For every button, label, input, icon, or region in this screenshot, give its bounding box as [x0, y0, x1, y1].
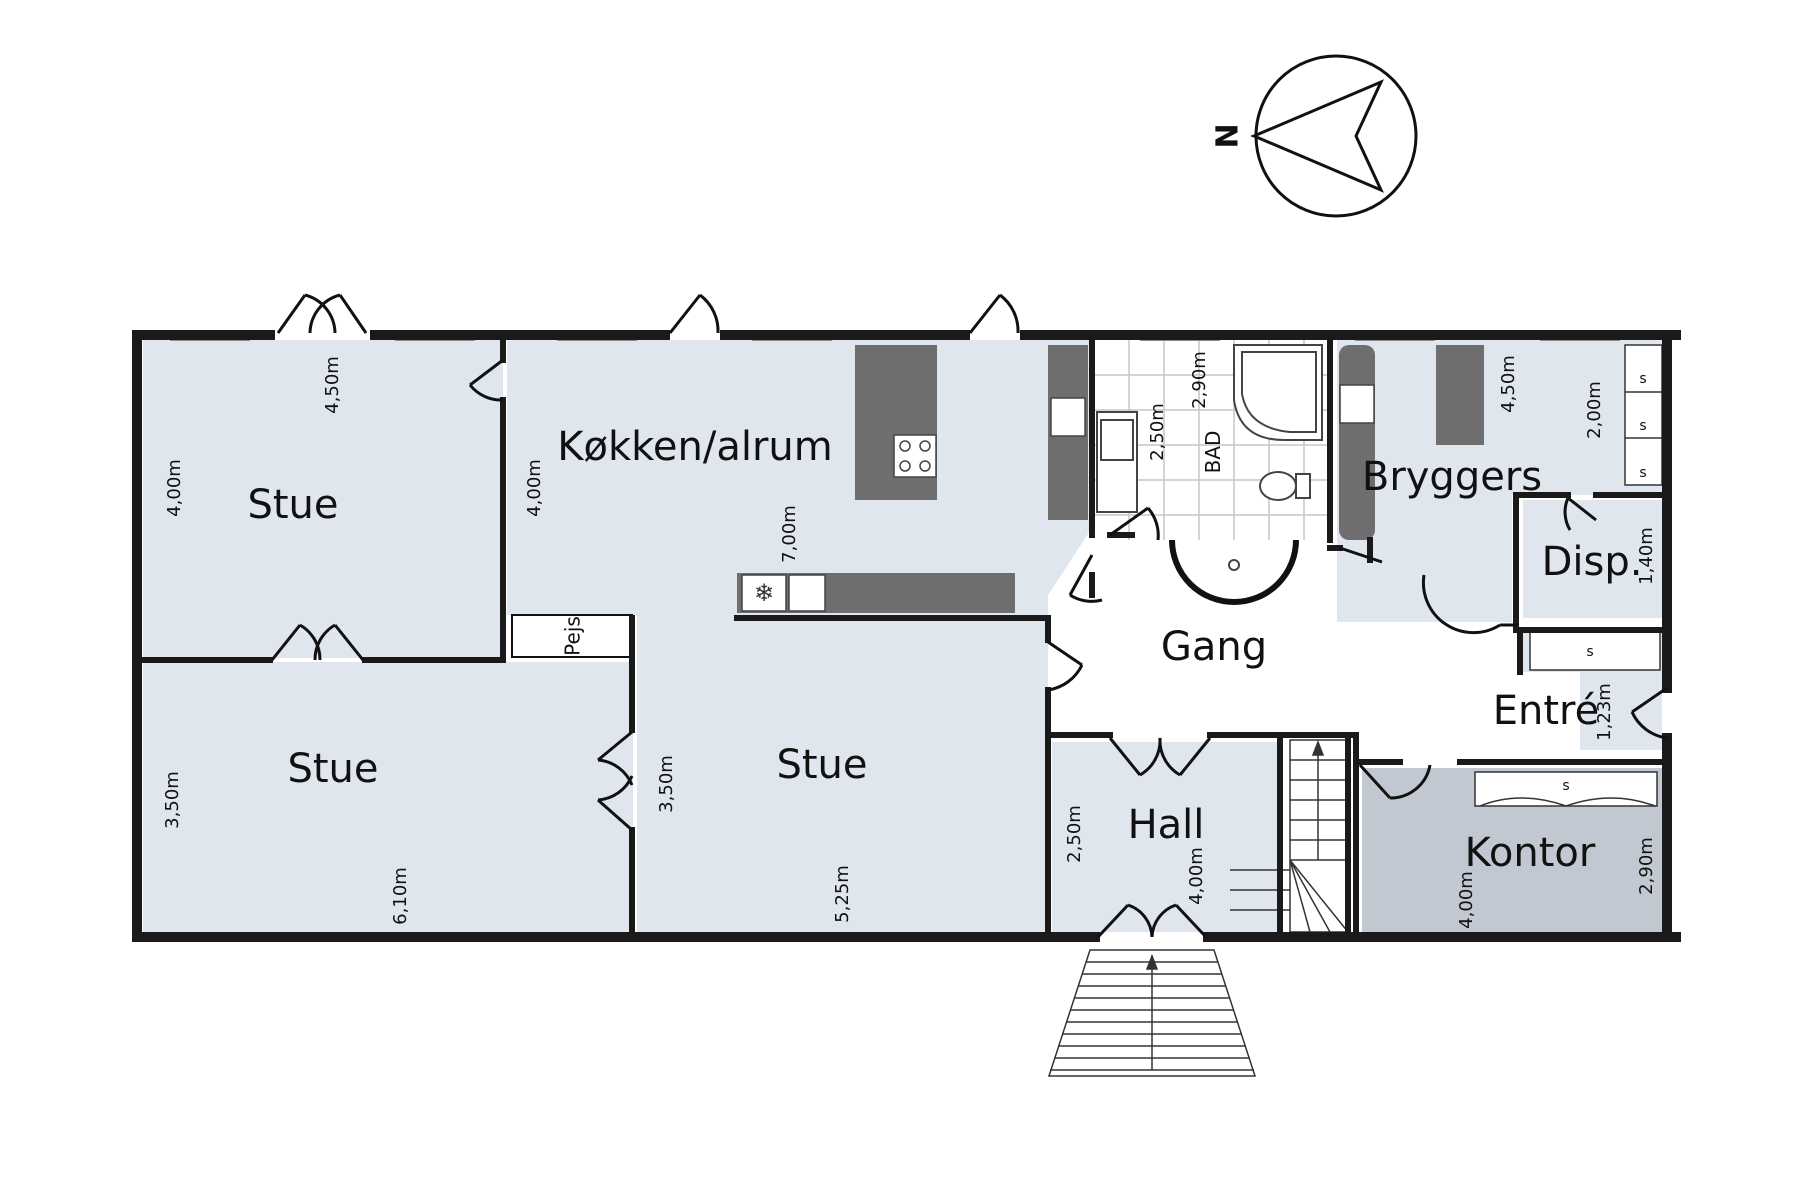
closet-entre — [1529, 631, 1661, 671]
door-stue-stue[interactable] — [270, 623, 365, 661]
closet-mark: s — [1639, 371, 1646, 387]
dim-stue-center-width: 5,25m — [832, 865, 853, 923]
staircase-outline — [1289, 739, 1349, 933]
appliances: ❄ — [741, 384, 1375, 612]
room-fill-kokken-stue — [507, 340, 1092, 932]
entry-steps — [1047, 949, 1257, 1077]
dim-bryggers-width: 4,50m — [1498, 355, 1519, 413]
closet-mark: s — [1639, 418, 1646, 434]
door-stue-north[interactable] — [968, 293, 1020, 334]
bathroom-sink-icon — [1100, 419, 1134, 461]
closet-mark: s — [1639, 465, 1646, 481]
dim-stue-sw-width: 6,10m — [390, 867, 411, 925]
door-front-entry[interactable] — [1096, 903, 1208, 939]
room-label-bad: BAD — [1201, 431, 1225, 474]
door-hall[interactable] — [1108, 737, 1212, 777]
door-bryggers[interactable] — [1339, 546, 1518, 635]
closet-kontor — [1474, 771, 1658, 807]
stair-arrow-icon — [1311, 739, 1325, 756]
entry-arrow-icon — [1145, 953, 1159, 970]
freezer-icon — [741, 574, 787, 612]
door-bad[interactable] — [1109, 506, 1160, 541]
compass: N — [1211, 54, 1418, 218]
dim-entre-height: 1,23m — [1594, 683, 1615, 741]
room-label-hall: Hall — [1128, 802, 1205, 848]
room-label-entre: Entré — [1493, 688, 1599, 734]
closet-ne — [1624, 344, 1663, 486]
dim-stue-center-height: 3,50m — [656, 755, 677, 813]
room-fill-entre — [1580, 672, 1662, 750]
door-kontor[interactable] — [1358, 763, 1432, 800]
dim-disp-height: 1,40m — [1636, 527, 1657, 585]
room-label-kontor: Kontor — [1465, 830, 1596, 876]
dim-hall-height: 2,50m — [1064, 805, 1085, 863]
room-label-kokken: Køkken/alrum — [557, 424, 832, 470]
closets — [1474, 344, 1663, 807]
room-labels: Stue Stue Stue Køkken/alrum BAD Bryggers… — [247, 424, 1642, 876]
dim-stue-sw-height: 3,50m — [162, 771, 183, 829]
room-label-bryggers: Bryggers — [1362, 454, 1542, 500]
dim-kontor-height: 2,90m — [1636, 837, 1657, 895]
room-fill-stue-sw — [143, 662, 633, 932]
closet-marks: s s s s s — [1562, 371, 1646, 794]
dim-stue-nw-width: 4,50m — [322, 356, 343, 414]
interior-walls — [140, 337, 1665, 935]
room-label-stue-sw: Stue — [287, 746, 378, 792]
closet-mark: s — [1562, 778, 1569, 794]
dim-kokken-length: 7,00m — [779, 505, 800, 563]
dimension-labels: 4,50m 4,00m 4,00m 7,00m 2,90m 2,50m 4,50… — [162, 351, 1657, 929]
dim-kokken-height: 4,00m — [524, 459, 545, 517]
snowflake-icon: ❄ — [754, 579, 774, 607]
room-fill-stue-nw — [143, 340, 503, 658]
compass-north-label: N — [1211, 123, 1246, 148]
bryggers-counter-west — [1339, 345, 1375, 540]
door-stue-sw-center[interactable] — [597, 730, 634, 832]
dim-bryggers-closet: 2,00m — [1584, 381, 1605, 439]
dim-hall-width: 4,00m — [1186, 847, 1207, 905]
closet-mark: s — [1586, 644, 1593, 660]
door-gang-kokken[interactable] — [1068, 554, 1103, 603]
dim-bad-depth: 2,50m — [1147, 403, 1168, 461]
door-entre[interactable] — [1630, 686, 1668, 740]
room-label-pejs: Pejs — [561, 616, 585, 656]
dishwasher-icon — [788, 574, 826, 612]
door-gang-west[interactable] — [1047, 640, 1084, 692]
room-fill-pejs — [511, 614, 633, 658]
dim-kontor-width: 4,00m — [1456, 871, 1477, 929]
doors[interactable] — [270, 293, 1668, 939]
toilet-icon — [1259, 471, 1297, 501]
shower-icon — [1169, 539, 1299, 605]
dim-bad-width: 2,90m — [1189, 351, 1210, 409]
door-stue-nw-north[interactable] — [276, 293, 368, 334]
room-fill-hall — [1052, 742, 1280, 932]
room-label-stue-nw: Stue — [247, 482, 338, 528]
kitchen-sink-icon — [1050, 397, 1086, 437]
door-stue-nw-kokken[interactable] — [468, 358, 504, 402]
door-kokken-north[interactable] — [668, 293, 720, 334]
room-label-gang: Gang — [1161, 624, 1267, 670]
bathroom-fixtures — [1096, 344, 1323, 605]
cooktop-icon — [893, 434, 937, 478]
bathtub-icon — [1233, 344, 1323, 441]
bryggers-sink-icon — [1339, 384, 1375, 424]
dim-stue-nw-height: 4,00m — [164, 459, 185, 517]
room-fill-disp — [1523, 500, 1662, 618]
bryggers-counter-mid — [1436, 345, 1484, 445]
compass-arrow-icon — [1250, 79, 1384, 193]
room-label-disp: Disp. — [1542, 539, 1643, 585]
walls — [132, 330, 1681, 942]
room-label-stue-center: Stue — [776, 742, 867, 788]
door-disp[interactable] — [1563, 496, 1597, 531]
